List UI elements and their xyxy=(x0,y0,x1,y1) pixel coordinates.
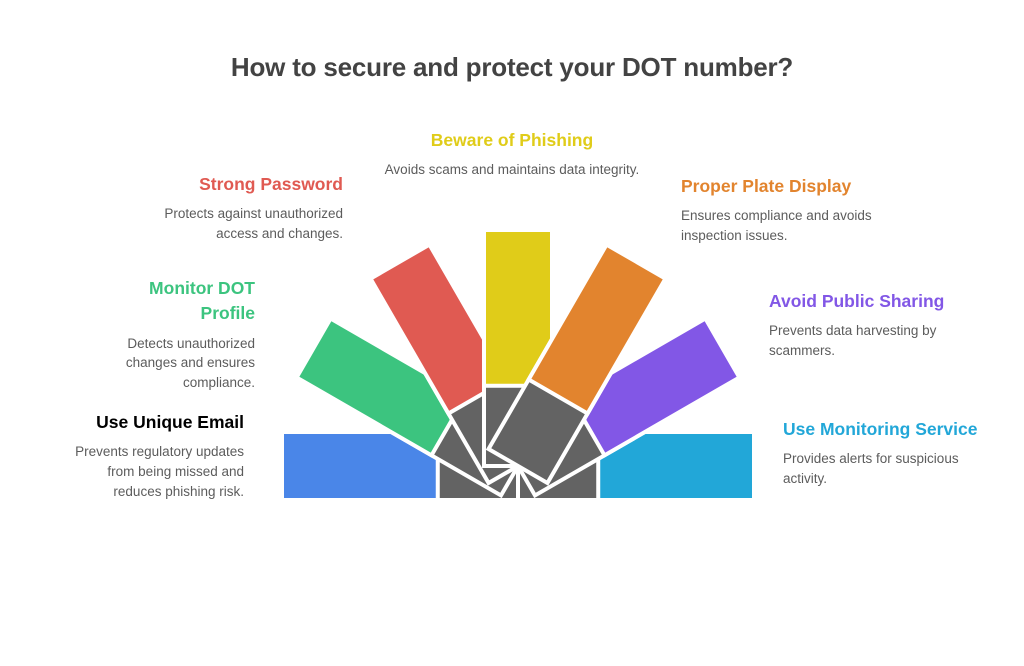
callout-title-beware-of-phishing: Beware of Phishing xyxy=(430,130,594,150)
callout-description-monitor-dot-profile: Detects unauthorized changes and ensures… xyxy=(125,335,255,390)
blade-body xyxy=(293,315,538,499)
callout-title-monitor-dot-profile: Monitor DOT Profile xyxy=(149,278,255,324)
blade-layer xyxy=(280,228,756,502)
fan-blade-avoid-public-sharing xyxy=(498,315,743,499)
callout-title-strong-password: Strong Password xyxy=(199,174,343,194)
blade-body xyxy=(498,315,743,499)
callout-monitor-dot-profile: Monitor DOT Profile Detects unauthorized… xyxy=(95,276,255,392)
callout-proper-plate-display: Proper Plate Display Ensures compliance … xyxy=(681,174,896,246)
blade-body xyxy=(516,430,756,502)
blade-tip xyxy=(525,241,669,417)
callout-description-proper-plate-display: Ensures compliance and avoids inspection… xyxy=(681,208,872,243)
callout-description-strong-password: Protects against unauthorized access and… xyxy=(164,206,343,241)
fan-blade-beware-of-phishing xyxy=(482,228,554,468)
page-title: How to secure and protect your DOT numbe… xyxy=(230,52,794,82)
fan-blade-unique-email xyxy=(280,430,520,502)
blade-tip xyxy=(367,241,511,417)
callout-use-unique-email: Use Unique Email Prevents regulatory upd… xyxy=(61,410,244,501)
fan-blade-use-monitoring-service xyxy=(516,430,756,502)
blade-tip xyxy=(596,430,756,502)
callout-use-monitoring-service: Use Monitoring Service Provides alerts f… xyxy=(783,417,983,489)
blade-body xyxy=(482,228,554,468)
callout-title-use-monitoring-service: Use Monitoring Service xyxy=(783,419,978,439)
callout-title-avoid-public-sharing: Avoid Public Sharing xyxy=(769,291,945,311)
callout-avoid-public-sharing: Avoid Public Sharing Prevents data harve… xyxy=(769,289,969,361)
callout-beware-of-phishing: Beware of Phishing Avoids scams and main… xyxy=(381,128,643,180)
blade-tip xyxy=(567,315,743,459)
blade-body xyxy=(485,241,669,486)
blade-tip xyxy=(482,228,554,388)
callout-title-use-unique-email: Use Unique Email xyxy=(96,412,244,432)
fan-blade-monitor-dot-profile xyxy=(293,315,538,499)
callout-description-use-monitoring-service: Provides alerts for suspicious activity. xyxy=(783,451,959,486)
callout-strong-password: Strong Password Protects against unautho… xyxy=(143,172,343,244)
callout-description-beware-of-phishing: Avoids scams and maintains data integrit… xyxy=(384,162,640,178)
blade-tip xyxy=(293,315,469,459)
callout-description-use-unique-email: Prevents regulatory updates from being m… xyxy=(75,444,244,499)
blade-tip xyxy=(280,430,440,502)
callout-title-proper-plate-display: Proper Plate Display xyxy=(681,176,852,196)
callout-description-avoid-public-sharing: Prevents data harvesting by scammers. xyxy=(769,323,937,358)
blade-body xyxy=(367,241,551,486)
blade-body xyxy=(280,430,520,502)
fan-blade-strong-password xyxy=(367,241,551,486)
fan-blade-proper-plate-display xyxy=(485,241,669,486)
